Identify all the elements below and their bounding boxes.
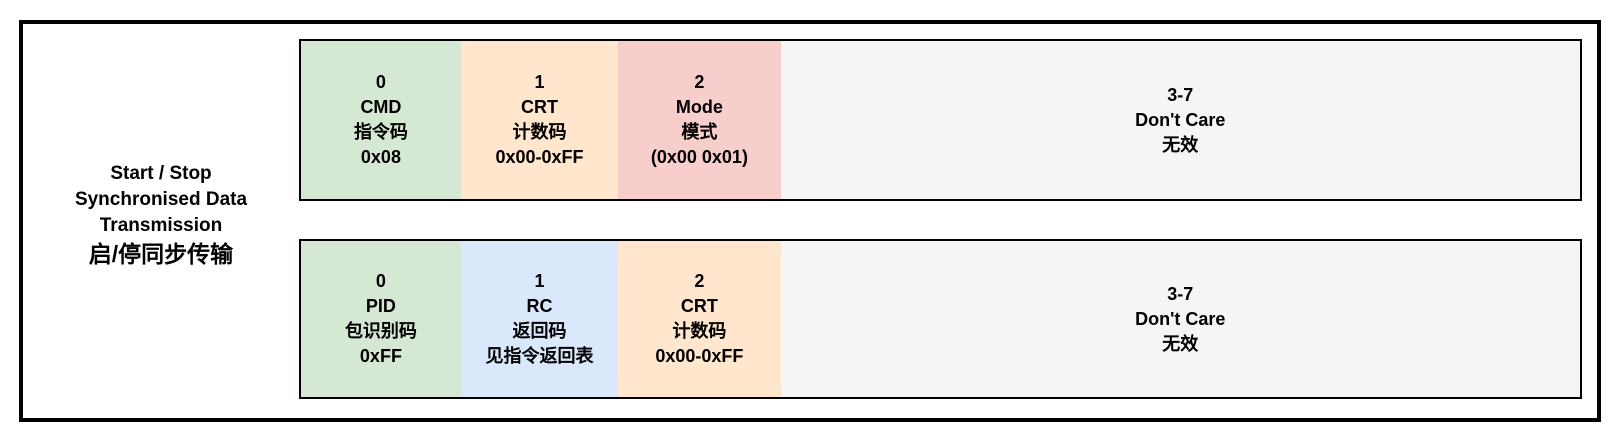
field-name-chinese: 返回码 xyxy=(512,321,567,341)
bytes3-7-dontcare-cell: 3-7 Don't Care 无效 xyxy=(780,241,1580,397)
label-line-english: Transmission xyxy=(99,215,223,236)
byte0-cmd-cell: 0 CMD 指令码 0x08 xyxy=(301,41,461,199)
label-line-english: Synchronised Data xyxy=(74,189,248,210)
byte0-pid-cell: 0 PID 包识别码 0xFF xyxy=(301,241,461,397)
byte-index: 1 xyxy=(534,271,545,291)
byte-index: 0 xyxy=(375,72,386,92)
outer-frame: Start / Stop Synchronised Data Transmiss… xyxy=(19,20,1601,422)
field-name-chinese: 计数码 xyxy=(672,321,727,341)
byte1-rc-cell: 1 RC 返回码 见指令返回表 xyxy=(460,241,619,397)
byte-index: 2 xyxy=(694,271,705,291)
field-name-chinese: 无效 xyxy=(1162,134,1199,155)
label-line-english: Start / Stop xyxy=(110,163,212,184)
field-name-chinese: 无效 xyxy=(1162,333,1199,354)
byte-index: 2 xyxy=(694,72,705,92)
command-packet-row: 0 CMD 指令码 0x08 1 CRT 计数码 0x00-0xFF 2 Mod… xyxy=(299,39,1582,201)
field-value: 0x00-0xFF xyxy=(655,346,744,366)
field-value: 0x00-0xFF xyxy=(495,147,584,167)
field-name-chinese: 指令码 xyxy=(353,122,408,142)
field-name-chinese: 模式 xyxy=(681,122,718,142)
label-line-chinese: 启/停同步传输 xyxy=(88,241,234,267)
byte2-mode-cell: 2 Mode 模式 (0x00 0x01) xyxy=(618,41,781,199)
field-name: CRT xyxy=(680,296,718,316)
byte-index: 3-7 xyxy=(1167,283,1194,304)
field-value: 见指令返回表 xyxy=(485,346,594,366)
byte1-crt-cell: 1 CRT 计数码 0x00-0xFF xyxy=(460,41,619,199)
field-name: Don't Care xyxy=(1135,109,1226,130)
byte-index: 0 xyxy=(375,271,386,291)
packet-group-label: Start / Stop Synchronised Data Transmiss… xyxy=(23,161,299,269)
byte-index: 3-7 xyxy=(1167,84,1194,105)
field-name: CMD xyxy=(360,97,402,117)
field-name: Don't Care xyxy=(1135,308,1226,329)
field-name: Mode xyxy=(675,97,723,117)
byte-index: 1 xyxy=(534,72,545,92)
field-name: CRT xyxy=(521,97,559,117)
field-value: 0xFF xyxy=(359,346,402,366)
field-value: 0x08 xyxy=(360,147,401,167)
field-value: (0x00 0x01) xyxy=(650,147,748,167)
bytes3-7-dontcare-cell: 3-7 Don't Care 无效 xyxy=(780,41,1580,199)
response-packet-row: 0 PID 包识别码 0xFF 1 RC 返回码 见指令返回表 2 CRT 计数… xyxy=(299,239,1582,399)
field-name: RC xyxy=(526,296,553,316)
field-name-chinese: 包识别码 xyxy=(344,321,417,341)
byte2-crt-cell: 2 CRT 计数码 0x00-0xFF xyxy=(618,241,781,397)
field-name: PID xyxy=(365,296,396,316)
field-name-chinese: 计数码 xyxy=(512,122,567,142)
